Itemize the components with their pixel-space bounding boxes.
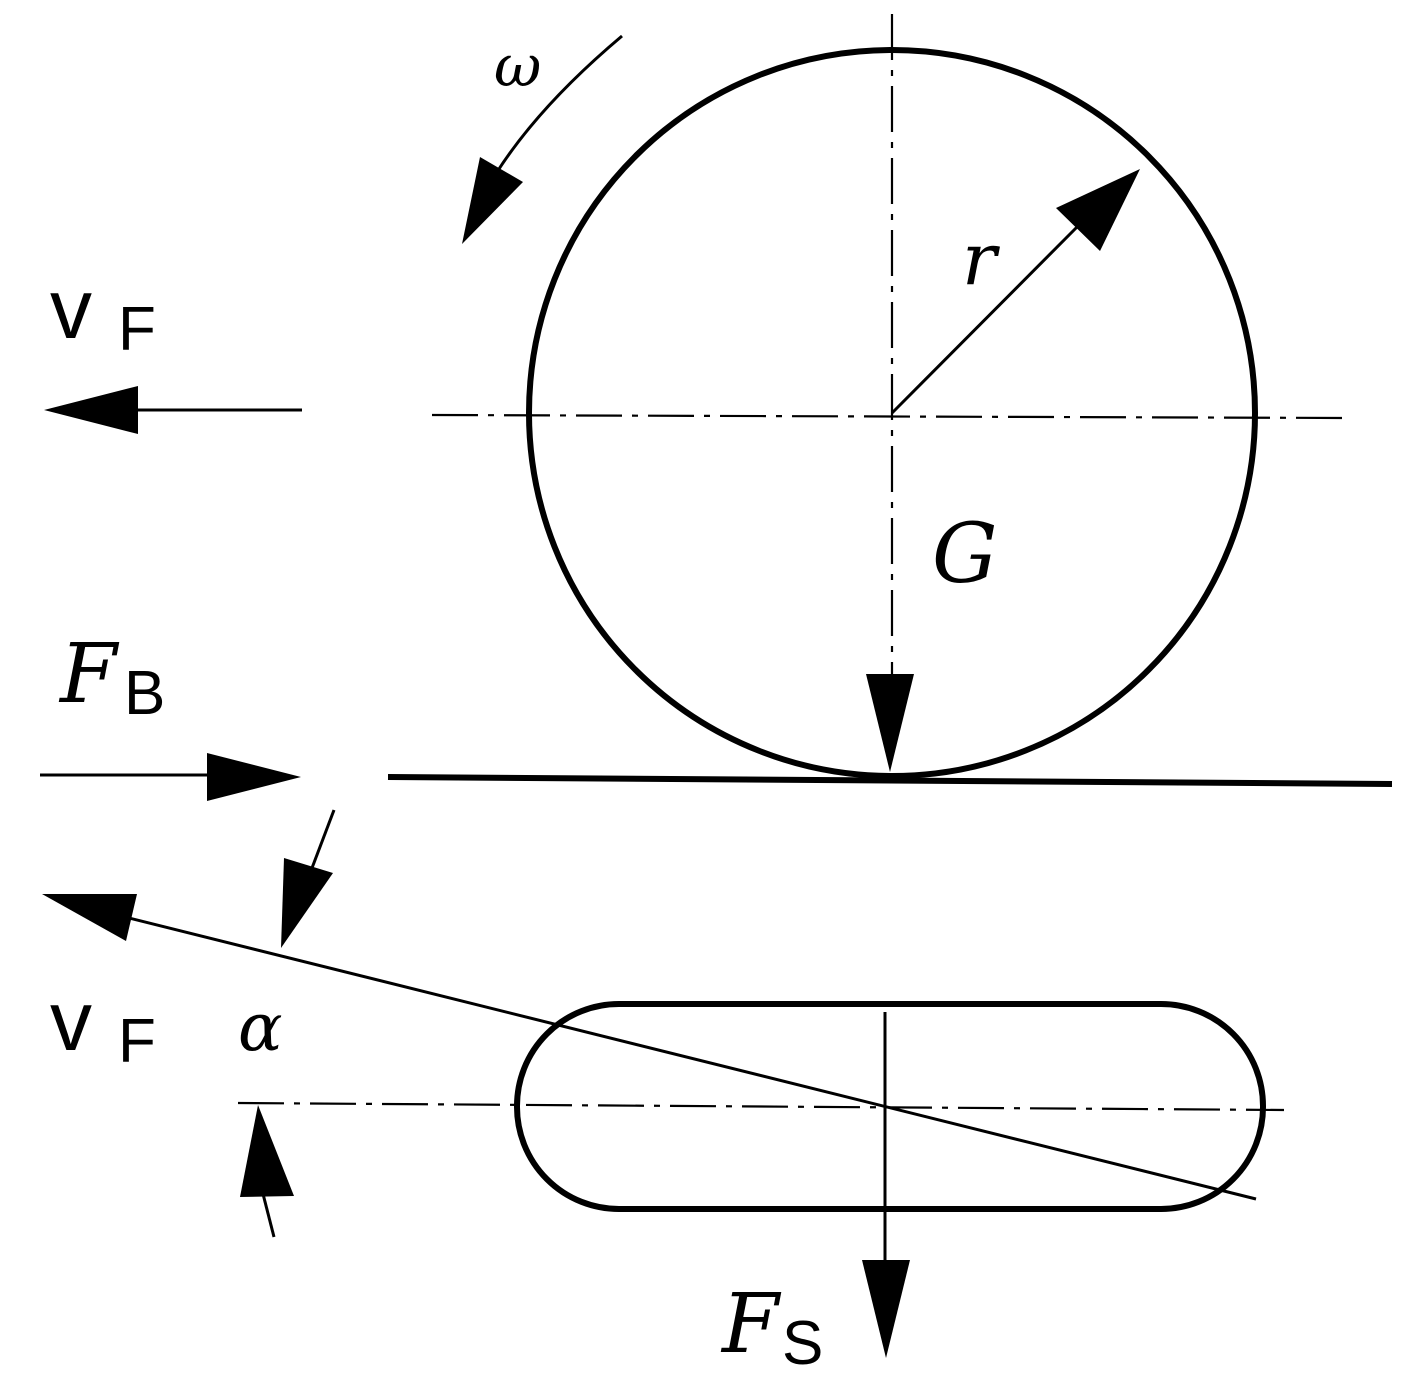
side-force-subscript: S (782, 1309, 823, 1378)
velocity-top-arrowhead (44, 386, 138, 434)
brake-force-arrowhead (207, 753, 301, 801)
velocity-top-label: v (50, 262, 92, 356)
ground-line (387, 774, 1393, 787)
tire-footprint (514, 1001, 1266, 1212)
velocity-top-subscript: F (118, 295, 156, 364)
radius-arrowhead (1056, 169, 1140, 251)
footprint-horizontal-centerline (237, 1101, 1285, 1112)
alpha-label: α (238, 989, 283, 1066)
brake-force-label: F (58, 627, 120, 722)
velocity-bottom-line (124, 915, 1257, 1201)
alpha-arrow-top-line (310, 809, 336, 869)
velocity-bottom-arrowhead (42, 894, 137, 941)
side-force-arrowhead (862, 1260, 910, 1358)
radius-label: r (962, 217, 1000, 301)
rotation-arc (495, 34, 623, 173)
side-force-label: F (720, 1277, 782, 1372)
alpha-arrow-top-head (281, 858, 333, 948)
omega-label: ω (494, 32, 541, 100)
weight-label: G (932, 507, 998, 602)
weight-arrowhead (866, 674, 914, 772)
velocity-bottom-label: v (50, 974, 92, 1068)
alpha-arrow-bottom-head (240, 1105, 294, 1197)
velocity-bottom-subscript: F (118, 1007, 156, 1076)
wheel-horizontal-centerline (431, 413, 1351, 420)
rotation-arrowhead (462, 157, 523, 244)
radius-line (890, 222, 1082, 415)
brake-force-subscript: B (124, 659, 165, 728)
alpha-arrow-bottom-line (260, 1189, 276, 1238)
